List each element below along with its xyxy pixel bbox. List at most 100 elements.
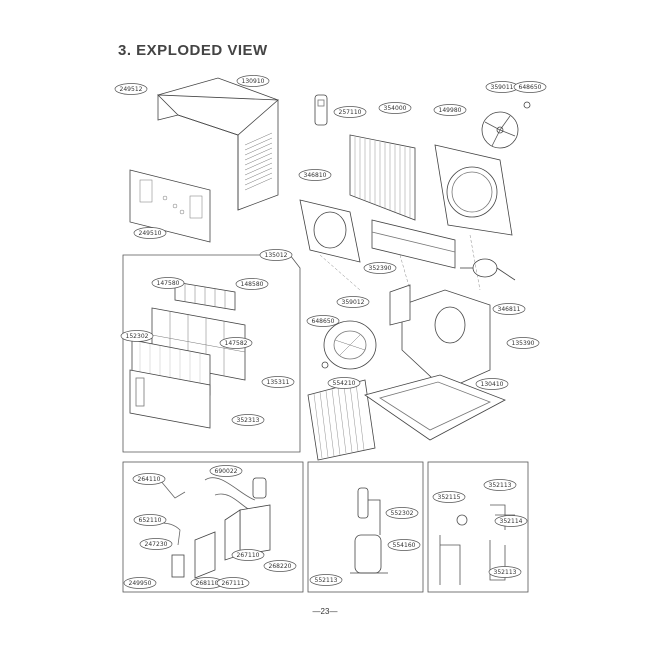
callout-text: 130910 <box>242 78 265 85</box>
callout-352115: 352115 <box>432 491 466 503</box>
callout-text: 264110 <box>138 476 161 483</box>
callout-text: 554160 <box>393 542 416 549</box>
callout-small-part: 249510 <box>133 227 167 239</box>
wire-harness-part <box>159 477 256 511</box>
callout-554210: 554210 <box>327 377 361 389</box>
callout-135390: 135390 <box>506 337 540 349</box>
callout-text: 147582 <box>225 340 248 347</box>
callout-text: 552113 <box>315 577 338 584</box>
callout-text: 268110 <box>196 580 219 587</box>
condenser-coil-part <box>349 134 416 221</box>
base-pan-part <box>364 374 506 441</box>
callout-text: 352114 <box>500 518 523 525</box>
callout-359012: 359012 <box>336 296 370 308</box>
callout-text: 359011 <box>491 84 514 91</box>
callout-354000: 354000 <box>378 102 412 114</box>
remote-control-part <box>314 94 328 126</box>
callout-257110: 257110 <box>333 106 367 118</box>
callout-130910: 130910 <box>236 75 270 87</box>
callout-267111: 267111 <box>216 577 250 589</box>
fan-motor-part <box>460 258 516 281</box>
blower-wheel-part <box>323 320 377 370</box>
callout-text: 135311 <box>267 379 290 386</box>
callout-text: 267110 <box>237 552 260 559</box>
callout-267110: 267110 <box>231 549 265 561</box>
section-frame-tubing <box>427 461 529 593</box>
louver-part <box>174 281 236 311</box>
section-frame-compressor <box>307 461 424 593</box>
callout-text: 648650 <box>312 318 335 325</box>
pcb-part <box>194 531 216 579</box>
callout-text: 152302 <box>126 333 149 340</box>
callout-text: 147580 <box>157 280 180 287</box>
cap-nut-part <box>523 101 531 109</box>
page-number: —23— <box>312 607 338 616</box>
callout-text: 249950 <box>129 580 152 587</box>
callout-text: 648650 <box>519 84 542 91</box>
callout-text: 130410 <box>481 381 504 388</box>
callout-text: 652110 <box>139 517 162 524</box>
callout-text: 249512 <box>120 86 143 93</box>
callout-135012: 135012 <box>259 249 293 261</box>
callout-text: 135012 <box>265 252 288 259</box>
callout-247230: 247230 <box>139 538 173 550</box>
capacitor-part <box>252 477 267 499</box>
callout-352114: 352114 <box>494 515 528 527</box>
callout-text: 359012 <box>342 299 365 306</box>
callout-text: 149980 <box>439 107 462 114</box>
section-frame-electrical <box>122 461 304 593</box>
callout-268220: 268220 <box>263 560 297 572</box>
shroud-part <box>434 144 513 236</box>
callout-text: 352113 <box>489 482 512 489</box>
drain-pan-part <box>371 219 456 269</box>
compressor-part <box>350 487 388 574</box>
callout-359011: 359011 <box>485 81 519 93</box>
callout-text: 352115 <box>438 494 461 501</box>
callout-346811: 346811 <box>492 303 526 315</box>
callout-352113: 352113 <box>483 479 517 491</box>
blower-nut-part <box>321 361 329 369</box>
callout-135311: 135311 <box>261 376 295 388</box>
control-box-part <box>224 504 271 561</box>
page-title: 3. EXPLODED VIEW <box>118 42 268 59</box>
callout-264110: 264110 <box>132 473 166 485</box>
air-guide-part <box>299 199 361 263</box>
callout-text: 268220 <box>269 563 292 570</box>
callout-249950: 249950 <box>123 577 157 589</box>
callout-text: 257110 <box>339 109 362 116</box>
control-panel-part <box>129 169 211 243</box>
callout-152302: 152302 <box>120 330 154 342</box>
display-module-part <box>171 554 185 578</box>
callout-147582: 147582 <box>219 337 253 349</box>
callout-652110: 652110 <box>133 514 167 526</box>
callout-text: 148580 <box>241 281 264 288</box>
callout-690022: 690022 <box>209 465 243 477</box>
callout-130410: 130410 <box>475 378 509 390</box>
callout-249512: 249512 <box>114 83 148 95</box>
callout-text: 346811 <box>498 306 521 313</box>
callout-147580: 147580 <box>151 277 185 289</box>
callout-352113b: 352113 <box>488 566 522 578</box>
callout-text: 354000 <box>384 105 407 112</box>
callout-text: 135390 <box>512 340 535 347</box>
callout-text: 346810 <box>304 172 327 179</box>
propeller-fan-part <box>481 111 519 149</box>
callout-text: 247230 <box>145 541 168 548</box>
callout-text: 249510 <box>139 230 162 237</box>
callout-text: 552302 <box>391 510 414 517</box>
callout-149980: 149980 <box>433 104 467 116</box>
callout-648650a: 648650 <box>513 81 547 93</box>
callout-346810: 346810 <box>298 169 332 181</box>
callout-552302: 552302 <box>385 507 419 519</box>
callout-text: 554210 <box>333 380 356 387</box>
callout-352390: 352390 <box>363 262 397 274</box>
front-panel-part <box>129 369 211 429</box>
callout-text: 267111 <box>222 580 245 587</box>
evaporator-coil-part <box>307 379 376 461</box>
callout-text: 352113 <box>494 569 517 576</box>
callout-554160: 554160 <box>387 539 421 551</box>
callout-text: 690022 <box>215 468 238 475</box>
callout-552113: 552113 <box>309 574 343 586</box>
